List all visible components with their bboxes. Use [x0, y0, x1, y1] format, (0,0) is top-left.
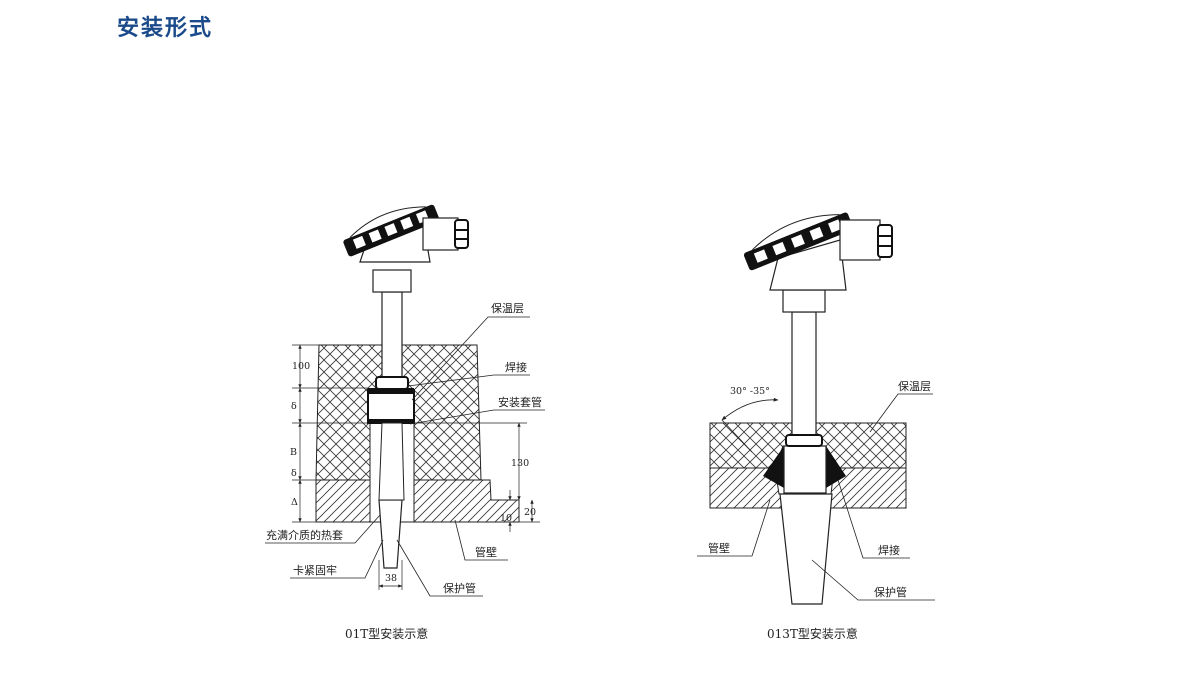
dim-delta-2: δ — [291, 468, 297, 479]
pipe-wall — [315, 479, 520, 523]
label-pipe-wall-013t: 管壁 — [708, 541, 730, 555]
label-weld-013t: 焊接 — [878, 543, 900, 557]
dim-20: 20 — [524, 507, 536, 518]
label-mount-sleeve: 安装套管 — [498, 395, 542, 409]
label-weld: 焊接 — [505, 360, 527, 374]
label-insulation: 保温层 — [491, 301, 524, 315]
junction-head-013t — [743, 212, 893, 291]
dim-10: 10 — [500, 513, 512, 524]
junction-head-01t — [343, 204, 469, 263]
label-pipe-wall: 管壁 — [475, 545, 497, 559]
label-protect-tube: 保护管 — [443, 581, 476, 595]
label-angle: 30° -35° — [730, 386, 770, 397]
dim-100: 100 — [292, 361, 310, 372]
dim-delta-1: δ — [291, 401, 297, 412]
caption-013t: 013T型安装示意 — [767, 626, 858, 641]
dim-38: 38 — [385, 573, 397, 584]
caption-01t: 01T型安装示意 — [345, 626, 428, 641]
label-clamp: 卡紧固牢 — [293, 563, 337, 577]
dim-130: 130 — [511, 458, 529, 469]
diagram-01t: 保温层 焊接 安装套管 充满介质的热套 卡紧固牢 管壁 保护管 100 δ B … — [265, 204, 545, 641]
label-medium-fill: 充满介质的热套 — [266, 528, 343, 542]
label-insulation-013t: 保温层 — [898, 379, 931, 393]
dim-b: B — [290, 447, 297, 458]
diagram-013t: 30° -35° 保温层 管壁 焊接 保护管 013T型安装示意 — [697, 212, 935, 641]
label-protect-tube-013t: 保护管 — [874, 585, 907, 599]
page-title: 安装形式 — [117, 16, 214, 41]
dim-big-delta: Δ — [291, 497, 298, 508]
